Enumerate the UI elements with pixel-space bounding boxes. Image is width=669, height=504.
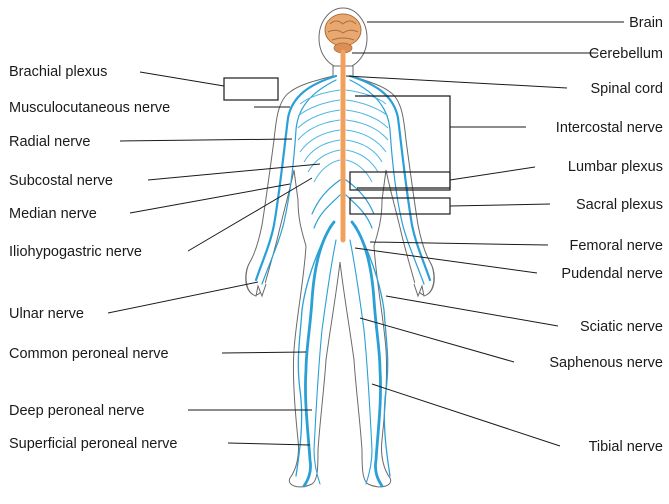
brachial-plexus-box [224,78,278,100]
label-femoral-nerve: Femoral nerve [570,238,663,254]
right-leader-lines [346,22,624,446]
label-brain: Brain [629,15,663,31]
label-subcostal-nerve: Subcostal nerve [9,173,113,189]
label-musculocutaneous-nerve: Musculocutaneous nerve [9,100,170,116]
label-saphenous-nerve: Saphenous nerve [549,355,663,371]
body-silhouette [246,8,435,487]
label-spinal-cord: Spinal cord [590,81,663,97]
body-outline [246,66,435,487]
label-cerebellum: Cerebellum [589,46,663,62]
brain-icon [325,14,361,46]
label-superficial-peroneal-nerve: Superficial peroneal nerve [9,436,177,452]
label-iliohypogastric-nerve: Iliohypogastric nerve [9,244,142,260]
label-pudendal-nerve: Pudendal nerve [561,266,663,282]
label-common-peroneal-nerve: Common peroneal nerve [9,346,169,362]
label-intercostal-nerve: Intercostal nerve [556,120,663,136]
label-sciatic-nerve: Sciatic nerve [580,319,663,335]
label-radial-nerve: Radial nerve [9,134,90,150]
label-brachial-plexus: Brachial plexus [9,64,107,80]
label-lumbar-plexus: Lumbar plexus [568,159,663,175]
label-deep-peroneal-nerve: Deep peroneal nerve [9,403,144,419]
label-tibial-nerve: Tibial nerve [589,439,663,455]
label-sacral-plexus: Sacral plexus [576,197,663,213]
label-median-nerve: Median nerve [9,206,97,222]
label-ulnar-nerve: Ulnar nerve [9,306,84,322]
